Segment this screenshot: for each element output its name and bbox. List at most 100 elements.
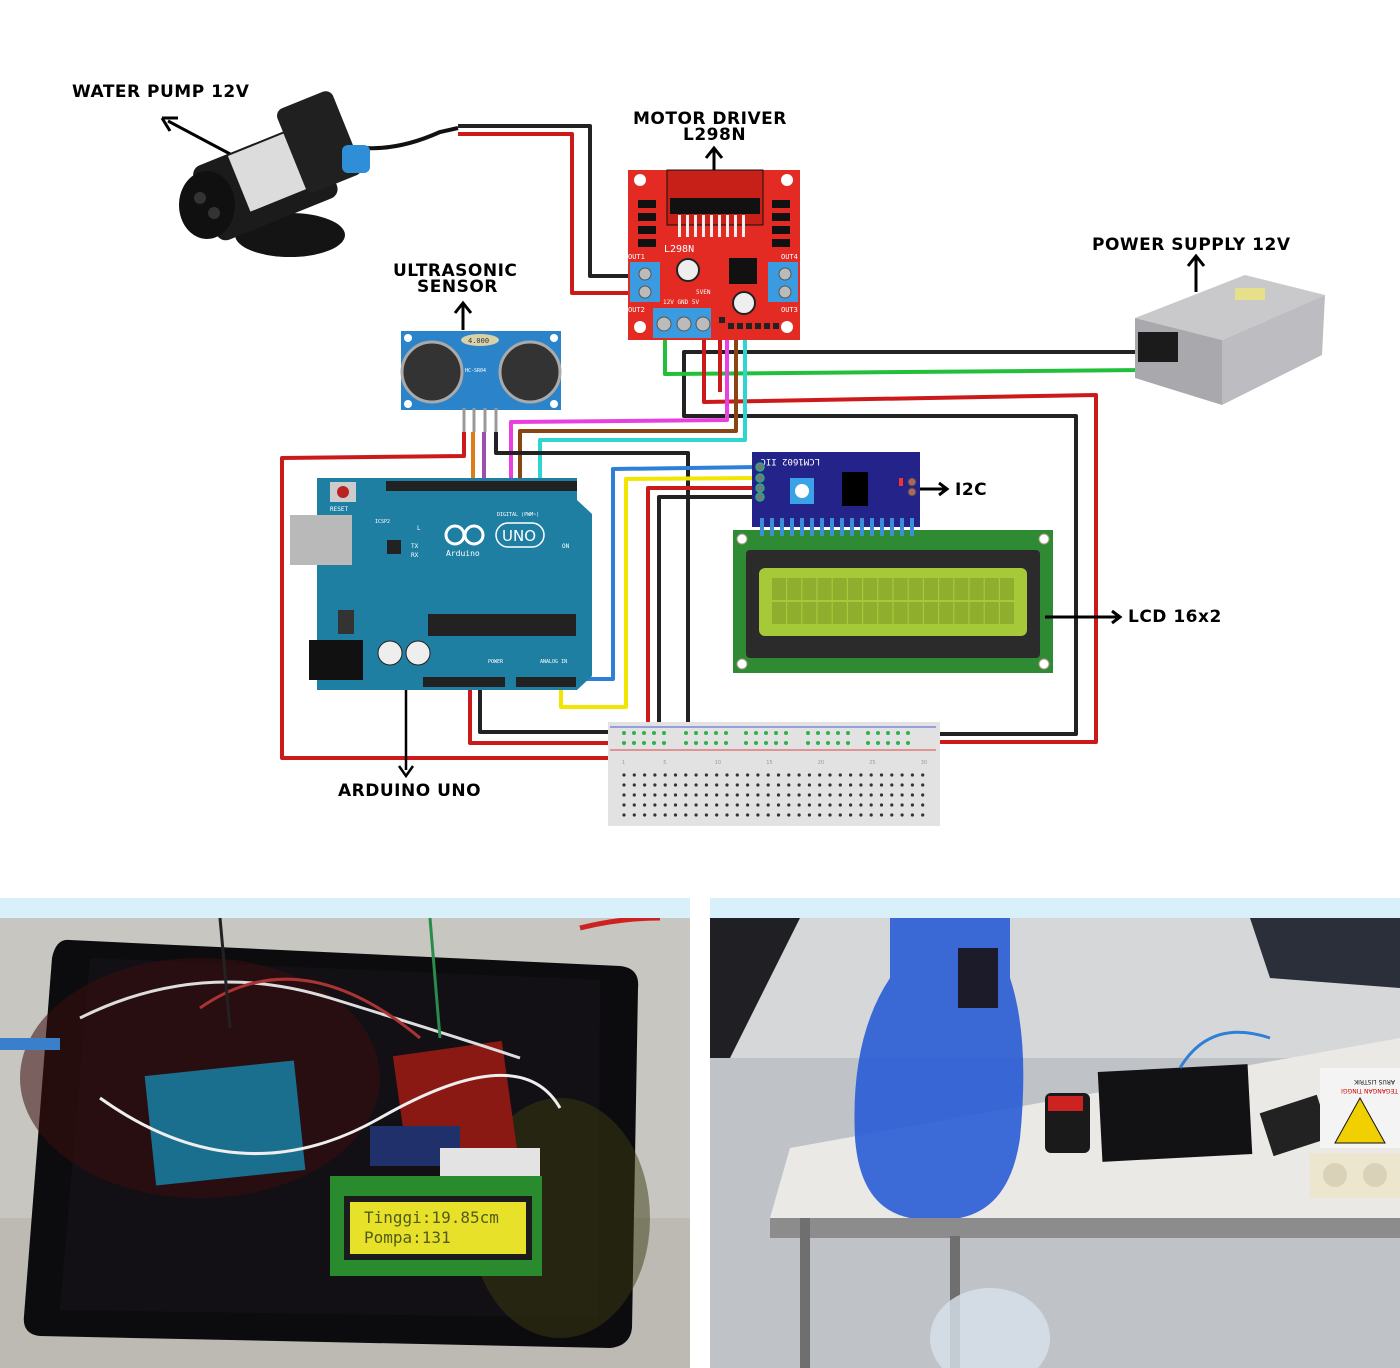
rail-hole: [632, 731, 636, 735]
terminal-hole: [694, 793, 698, 797]
rail-hole: [622, 741, 626, 745]
rail-hole: [754, 731, 758, 735]
i2c-chip: [842, 472, 868, 506]
rail-hole: [806, 731, 810, 735]
terminal-hole: [673, 783, 678, 787]
terminal-hole: [663, 783, 667, 787]
i2c-title: LCM1602 IIC: [760, 456, 820, 466]
rail-hole: [744, 741, 748, 745]
terminal-hole: [797, 803, 801, 807]
rail-hole: [784, 731, 788, 735]
rail-hole: [662, 741, 666, 745]
terminal-hole: [828, 813, 832, 817]
lcd-cell: [802, 578, 817, 600]
label-water-pump: WATER PUMP 12V: [72, 82, 250, 102]
breadboard-column-number: 30: [921, 760, 927, 766]
terminal-hole: [849, 783, 853, 787]
label-ultrasonic-2: SENSOR: [417, 277, 498, 297]
rail-hole: [694, 731, 698, 735]
arrow-lcd: [1045, 609, 1123, 625]
lcd-cell: [802, 602, 817, 624]
header-digital-1: [386, 481, 500, 491]
psu-terminals: [1138, 332, 1178, 362]
icsp2-label: ICSP2: [375, 519, 390, 525]
terminal-hole: [797, 813, 801, 817]
breadboard-column-number: 20: [818, 760, 824, 766]
terminal-hole: [797, 793, 801, 797]
terminal-hole: [849, 813, 853, 817]
photo-left-graphic: Tinggi:19.85cm Pompa:131: [0, 918, 690, 1368]
terminal-hole: [838, 813, 842, 817]
terminal-hole: [704, 773, 709, 777]
rail-hole: [662, 731, 666, 735]
lcd-cell: [863, 578, 878, 600]
terminal-hole: [797, 773, 801, 777]
terminal-hole: [684, 773, 688, 777]
wire-i2c-gnd: [657, 495, 760, 738]
terminal-hole: [694, 773, 698, 777]
rail-hole: [826, 741, 830, 745]
wiring-diagram: WATER PUMP 12V MOTOR DRIVER L298N: [72, 82, 1325, 826]
terminal-hole: [859, 793, 863, 797]
rail-hole: [826, 731, 830, 735]
terminal-hole: [632, 803, 636, 807]
rail-hole: [774, 741, 778, 745]
wire-i2c-vcc: [646, 486, 760, 738]
driver-out4: OUT4: [781, 253, 798, 261]
terminal-hole: [684, 783, 688, 787]
uno-badge: [495, 522, 545, 548]
terminal-hole: [776, 773, 781, 777]
terminal-hole: [622, 793, 626, 797]
rail-hole: [784, 741, 788, 745]
rail-hole: [704, 731, 708, 735]
terminal-hole: [921, 793, 925, 797]
rail-hole: [632, 741, 636, 745]
terminal-hole: [921, 773, 925, 777]
terminal-hole: [776, 813, 781, 817]
rail-hole: [836, 731, 840, 735]
motor-driver: MOTOR DRIVER L298N L298N OUT1 OUT4 OUT2 …: [628, 109, 800, 340]
header-analog: [516, 677, 576, 687]
wire-arduino-gnd: [478, 682, 624, 734]
terminal-hole: [787, 813, 791, 817]
breadboard-body: [608, 722, 940, 826]
label-i2c: I2C: [955, 480, 987, 500]
rail-hole: [816, 731, 820, 735]
arduino-model: UNO: [502, 527, 536, 545]
rail-hole: [774, 731, 778, 735]
water-pump: WATER PUMP 12V: [72, 82, 459, 257]
lcd-cell: [954, 578, 969, 600]
terminal-hole: [787, 803, 791, 807]
terminal-hole: [776, 803, 781, 807]
terminal-hole: [818, 793, 822, 797]
rail-hole: [714, 741, 718, 745]
wire-arduino-5v: [468, 682, 624, 745]
terminal-hole: [653, 803, 657, 807]
arrow-arduino: [397, 765, 415, 779]
i2c-board: [752, 452, 920, 527]
terminal-hole: [735, 783, 739, 787]
wire-sensor-gnd: [494, 432, 690, 738]
regulator: [729, 258, 757, 284]
terminal-hole: [859, 813, 863, 817]
terminal-hole: [766, 813, 770, 817]
terminal-hole: [910, 813, 915, 817]
enclosure-photo: [1097, 1064, 1253, 1162]
terminal-hole: [879, 793, 884, 797]
rail-hole: [744, 731, 748, 735]
rail-hole: [724, 731, 728, 735]
lcd-pin: [800, 518, 804, 536]
lcd-cell: [1000, 602, 1014, 624]
terminal-hole: [653, 783, 657, 787]
terminal-hole: [725, 783, 729, 787]
terminal-hole: [746, 813, 750, 817]
terminal-hole: [725, 773, 729, 777]
terminal-hole: [643, 793, 647, 797]
terminal-hole: [910, 783, 915, 787]
terminal-hole: [622, 773, 626, 777]
terminal-hole: [890, 783, 894, 787]
lcd-cell: [939, 602, 954, 624]
breadboard-column-number: 5: [663, 760, 666, 766]
terminal-hole: [879, 803, 884, 807]
